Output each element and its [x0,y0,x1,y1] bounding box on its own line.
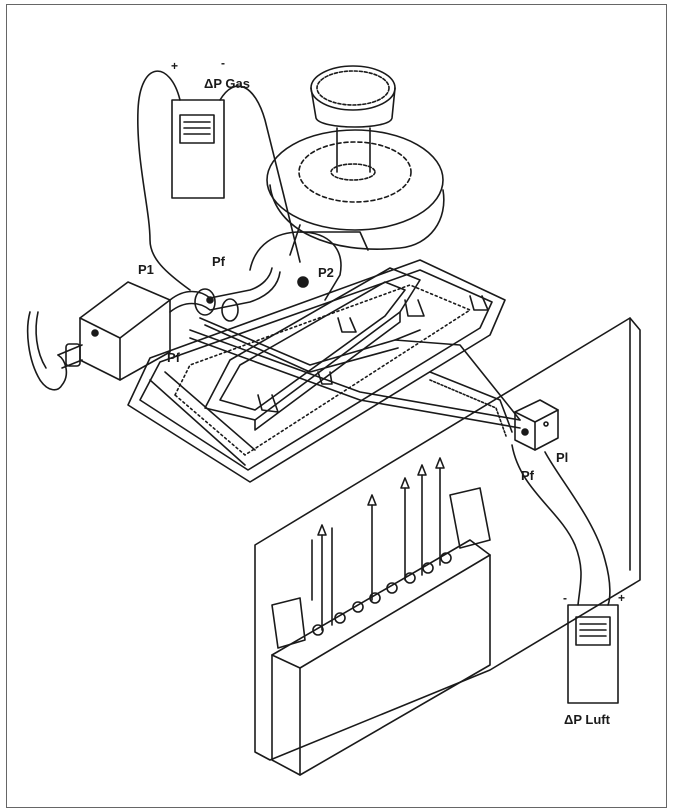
front-panel [254,317,641,761]
label-pf-left: Pf [167,350,180,365]
gas-manifold [189,317,521,429]
plate-brackets [257,295,489,413]
fan-outlet-duct [249,231,369,301]
air-inlet-ring [310,65,396,181]
fan-housing [266,129,445,256]
label-p2: P2 [318,265,334,280]
gas-pressure-gauge [171,99,225,199]
air-pressure-gauge [567,604,619,704]
electrode-block [271,539,491,776]
air-tube-plus [544,451,611,606]
gas-plus-sign: + [171,59,179,73]
gas-meter-label: ΔP Gas [204,76,250,91]
air-tube-minus [511,444,582,606]
electrodes [311,457,445,631]
label-pf-top: Pf [212,254,225,269]
figure-frame [6,4,667,808]
gas-minus-sign: - [221,56,225,70]
connector-pipe [169,267,281,322]
gas-valve-block [79,281,171,381]
air-plus-sign: + [618,591,626,605]
air-sensor-tube-2 [429,379,507,437]
air-minus-sign: - [563,591,567,605]
air-sensor-tube [429,371,513,433]
label-p1: P1 [138,262,154,277]
panel-bracket-right [449,487,491,549]
gas-tube-minus [219,85,301,263]
air-meter-label: ΔP Luft [564,712,610,727]
gas-tube-plus [137,70,191,291]
burner-base-plate [127,259,506,483]
panel-bracket-left [271,597,306,649]
gas-inlet-pipe [26,311,83,391]
label-pl: Pl [556,450,569,465]
label-pf-right: Pf [521,468,534,483]
air-pressure-switch [514,399,559,451]
burner-body [204,267,421,431]
